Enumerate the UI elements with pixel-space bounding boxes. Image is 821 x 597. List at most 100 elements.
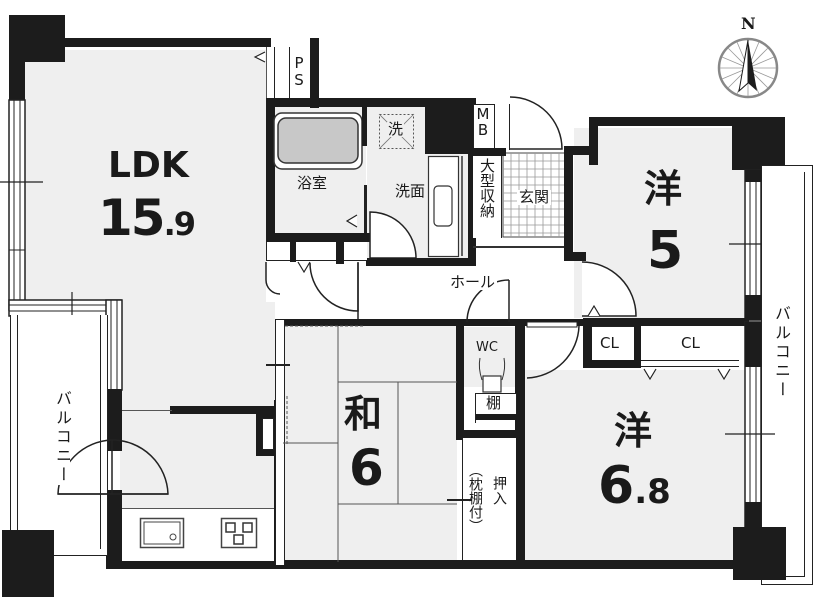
wall-kitchen-left-lower [106,490,122,568]
entrance-step [473,246,573,248]
wall-kitchen-divider-thin [122,410,172,411]
bath-door-arrow [345,214,358,228]
wall-wc-right [515,320,522,565]
wall-wash-bottom [366,258,476,266]
ldk-name-label: LDK [108,145,189,186]
wc-cabinet [465,393,476,423]
window-ldk-left [0,99,43,311]
ldk-size-int: 15 [98,189,166,247]
wall-cabinet-div1 [290,242,296,262]
wall-kitchen-left [106,389,122,451]
window-w1-right [729,169,779,321]
door-western-2 [526,321,580,379]
wall-bath-top [266,98,476,107]
pillar-bottom-left [2,530,54,597]
wc-label: WC [476,340,498,355]
door-ldk-hall [265,261,359,322]
wall-w1-left-stub [564,252,586,261]
tatami-layout [283,325,457,562]
japanese-window-mark [266,364,290,366]
hall-label: ホール [448,273,498,291]
wall-ldk-right-thin [266,47,267,107]
ps-door-arrow [253,51,266,63]
oshiire-shelf-line [447,499,472,501]
pillar-bottom-right [733,527,786,580]
balcony-left-inner [17,315,101,549]
door-balcony-left [57,439,169,495]
western-2-name-label: 洋 [614,409,653,453]
wall-wc-left [456,320,464,440]
wall-bath-bottom [266,233,372,242]
oshiire-label: 押入 [491,476,507,506]
western-1-size-label: 5 [647,221,684,281]
large-storage [473,156,502,238]
ldk-size-dec: .9 [163,205,196,243]
bathtub-icon [273,112,363,170]
window-ldk-side [105,299,123,391]
wall-wc-bottom [456,430,520,438]
wall-wash-pillar [425,98,470,154]
window-w2-right [725,321,775,533]
wall-closet-top [583,318,749,327]
balcony-right-label: バルコニー [772,305,791,400]
bathroom-label: 浴室 [297,174,328,192]
sink-icon [139,517,185,549]
compass-rose-icon [717,37,779,99]
western-2-size-dec: .8 [634,472,671,512]
compass-north-label: N [741,14,756,33]
closet-door-arrows [643,368,731,381]
closet-1-label: CL [600,334,619,352]
wall-bath-right-thin [364,185,367,237]
wall-closet-div [634,320,641,368]
wall-w1-left [564,146,573,260]
ldk-floor [24,50,266,302]
door-entrance [509,96,563,150]
balcony-left-label: バルコニー [53,390,72,485]
door-western-1 [581,261,637,317]
closet-1 [590,326,636,362]
entrance-label: 玄関 [517,188,552,206]
closet-2-label: CL [681,334,700,352]
wall-ps-right [310,38,319,108]
wall-closet-1-left [583,318,592,368]
western-2-size-label: 6.8 [598,460,671,512]
wall-bath-right [362,106,367,146]
wall-hall-bottom [275,319,583,326]
western-room-2-floor [525,370,747,560]
wall-mb-bottom [470,148,506,156]
stove-icon [220,517,258,549]
wall-bath-left [266,106,275,241]
wall-closet-1-bottom [583,360,639,368]
wall-wc-shelf-bottom [475,414,517,420]
window-ldk-bottom [8,292,122,328]
wall-ldk-left [9,38,25,100]
washer-label: 洗 [387,120,405,138]
western-1-name-label: 洋 [644,167,683,211]
utility-cabinets [266,242,367,261]
large-storage-label: 大型収納 [478,158,496,218]
wall-wash-right [468,98,476,266]
oshiire-note-label: （枕棚付） [467,463,483,533]
ldk-size-label: 15.9 [98,193,196,243]
japanese-size-label: 6 [349,439,384,497]
wall-kitchen-divider [170,406,280,414]
pillar-top-right [732,117,785,170]
japanese-name-label: 和 [344,392,383,436]
hall-floor [340,260,586,320]
washroom-label: 洗面 [395,182,426,200]
kitchen-storage-door [262,418,274,450]
wall-w1-top [589,117,749,126]
wall-w1-notch-h [564,146,598,155]
mb-door [494,104,510,150]
wall-ldk-top [9,38,271,47]
shelf-label: 棚 [486,394,502,412]
wall-bottom [106,560,750,569]
vanity-sink-icon [427,155,463,258]
wall-cabinet-div2 [336,242,344,264]
ps-door [274,47,290,102]
western-2-size-int: 6 [598,456,635,516]
closet-2-door [641,360,739,367]
door-washroom [369,211,417,259]
closet-2 [641,326,745,360]
